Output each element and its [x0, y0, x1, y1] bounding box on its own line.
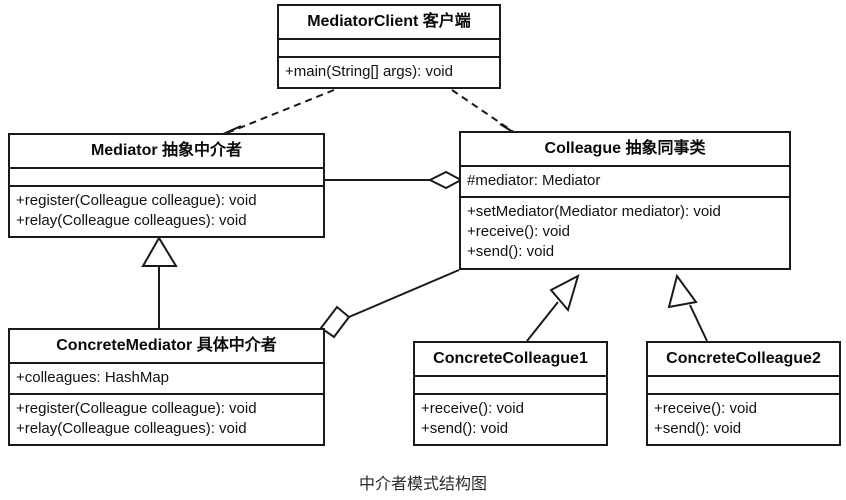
- attributes-concrete-colleague-1: [415, 374, 606, 393]
- operations-colleague: +setMediator(Mediator mediator): void +r…: [461, 195, 789, 268]
- attributes-mediator-client: [279, 37, 499, 56]
- generalization-colleague1-to-colleague: [526, 274, 580, 342]
- class-box-concrete-colleague-1[interactable]: ConcreteColleague1 +receive(): void +sen…: [413, 341, 608, 447]
- operations-concrete-colleague-1: +receive(): void +send(): void: [415, 392, 606, 445]
- operation-row: +register(Colleague colleague): void: [16, 191, 257, 209]
- operation-row: +send(): void: [654, 419, 742, 437]
- class-box-mediator-client[interactable]: MediatorClient 客户端 +main(String[] args):…: [277, 4, 501, 89]
- operations-concrete-mediator: +register(Colleague colleague): void +re…: [10, 392, 323, 445]
- attributes-concrete-mediator: +colleagues: HashMap: [10, 361, 323, 393]
- operation-row: +receive(): void: [654, 399, 757, 417]
- class-box-mediator[interactable]: Mediator 抽象中介者 +register(Colleague colle…: [8, 133, 325, 239]
- operation-row: +register(Colleague colleague): void: [16, 399, 257, 417]
- operation-row: +relay(Colleague colleagues): void: [16, 211, 247, 229]
- generalization-colleague2-to-colleague: [667, 273, 708, 342]
- class-name-concrete-colleague-1: ConcreteColleague1: [433, 350, 588, 367]
- class-box-colleague[interactable]: Colleague 抽象同事类 #mediator: Mediator +set…: [459, 131, 791, 270]
- operation-row: +receive(): void: [467, 223, 570, 241]
- attribute-row: +colleagues: HashMap: [16, 368, 170, 386]
- operations-mediator-client: +main(String[] args): void: [279, 55, 499, 87]
- class-box-concrete-colleague-2[interactable]: ConcreteColleague2 +receive(): void +sen…: [646, 341, 841, 447]
- diagram-caption: 中介者模式结构图: [358, 476, 487, 493]
- aggregation-mediator-to-colleague: [325, 170, 464, 190]
- class-name-mediator-client: MediatorClient 客户端: [307, 13, 471, 30]
- aggregation-colleague-to-concretemediator: [319, 269, 460, 339]
- operation-row: +send(): void: [421, 419, 509, 437]
- attributes-colleague: #mediator: Mediator: [461, 164, 789, 196]
- class-box-concrete-mediator[interactable]: ConcreteMediator 具体中介者 +colleagues: Hash…: [8, 328, 325, 447]
- operations-concrete-colleague-2: +receive(): void +send(): void: [648, 392, 839, 445]
- class-name-concrete-colleague-2: ConcreteColleague2: [666, 350, 821, 367]
- generalization-concretemediator-to-mediator: [141, 236, 178, 328]
- class-name-mediator: Mediator 抽象中介者: [90, 142, 243, 159]
- operation-row: +receive(): void: [421, 399, 524, 417]
- attributes-concrete-colleague-2: [648, 374, 839, 393]
- class-name-colleague: Colleague 抽象同事类: [544, 140, 706, 157]
- operation-row: +main(String[] args): void: [285, 62, 453, 80]
- attributes-mediator: [10, 166, 323, 185]
- class-name-concrete-mediator: ConcreteMediator 具体中介者: [56, 337, 277, 354]
- operations-mediator: +register(Colleague colleague): void +re…: [10, 184, 323, 237]
- attribute-row: #mediator: Mediator: [467, 171, 601, 189]
- operation-row: +relay(Colleague colleagues): void: [16, 420, 247, 438]
- operation-row: +send(): void: [467, 243, 555, 261]
- operation-row: +setMediator(Mediator mediator): void: [467, 202, 721, 220]
